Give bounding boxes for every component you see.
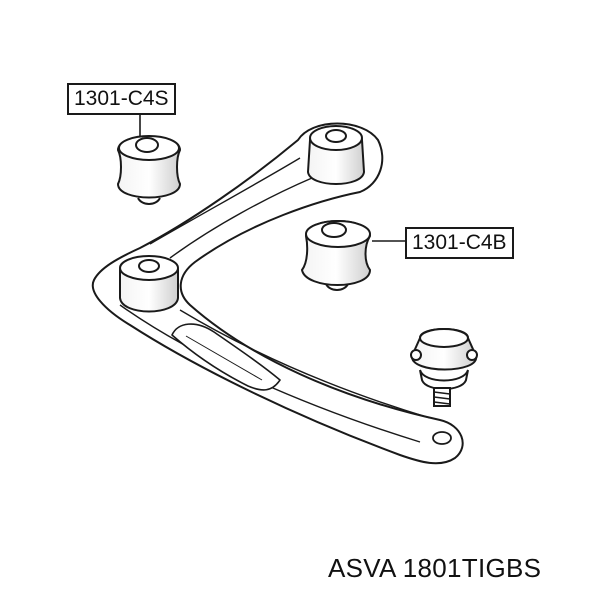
arm-bushing-left	[119, 255, 179, 313]
ball-joint-cap	[419, 328, 469, 348]
arm-bushing-upper-right	[306, 125, 366, 185]
bushing-c4b-sleeve-bottom	[325, 283, 349, 291]
caption-brand: ASVA	[328, 553, 396, 583]
bushing-c4s	[116, 135, 182, 205]
caption-part-number: 1801TIGBS	[402, 553, 542, 583]
bushing-c4s-sleeve-bottom	[137, 197, 161, 205]
ball-joint-wheel-right	[466, 349, 478, 361]
bushing-c4b	[300, 220, 372, 291]
callout-label-c4b: 1301-C4B	[405, 227, 514, 259]
bushing-c4s-sleeve	[135, 137, 159, 153]
arm-flange-line-upper	[149, 157, 301, 245]
arm-tip-eye	[432, 431, 452, 445]
part-caption: ASVA 1801TIGBS	[328, 553, 541, 584]
arm-web-pocket	[171, 323, 281, 391]
bushing-c4b-sleeve	[321, 222, 347, 238]
ball-joint-wheel-left	[410, 349, 422, 361]
ball-joint-ring	[419, 369, 469, 390]
ball-joint-thread	[433, 391, 451, 405]
ball-joint	[410, 328, 478, 407]
callout-label-c4s: 1301-C4S	[67, 83, 176, 115]
arm-web-pocket-shade	[185, 335, 263, 381]
arm-flange-line-upper-2	[169, 177, 313, 259]
arm-flange-line-lower-2	[179, 309, 431, 419]
